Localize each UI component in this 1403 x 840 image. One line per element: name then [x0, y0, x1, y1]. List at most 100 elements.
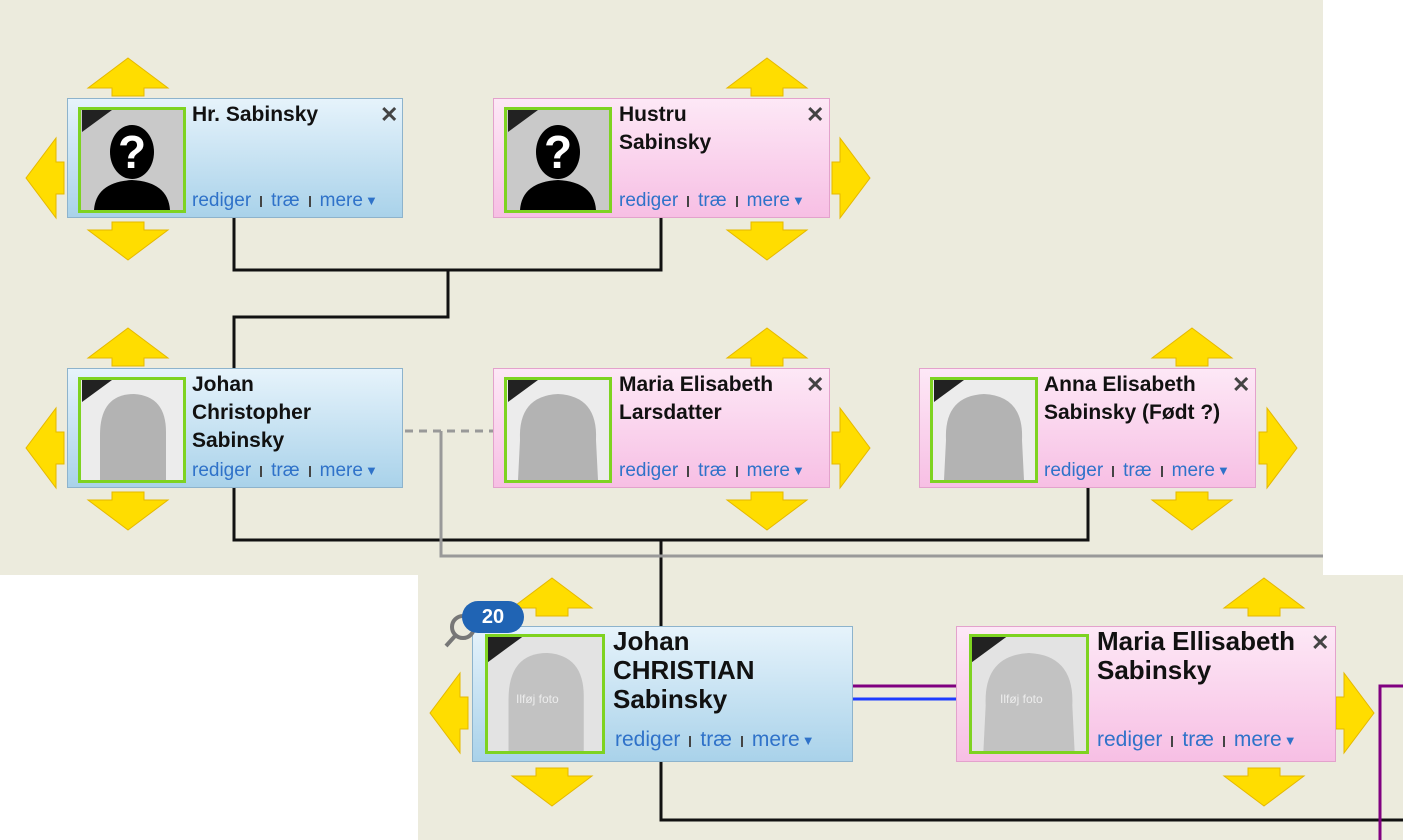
link-separator: [735, 196, 738, 207]
tree-link[interactable]: træ: [1123, 460, 1152, 481]
edit-link[interactable]: rediger: [615, 728, 681, 751]
expand-children-arrow[interactable]: [1151, 491, 1233, 531]
expand-right-arrow[interactable]: [1335, 672, 1375, 754]
link-separator: [687, 196, 690, 207]
expand-left-arrow[interactable]: [25, 137, 65, 219]
close-icon[interactable]: ✕: [1232, 372, 1251, 397]
link-separator: [1112, 466, 1115, 477]
person-name[interactable]: Johan CHRISTIAN Sabinsky: [613, 626, 755, 714]
chevron-down-icon[interactable]: ▼: [364, 463, 378, 478]
close-icon[interactable]: ✕: [806, 372, 825, 397]
expand-children-arrow[interactable]: [1223, 767, 1305, 807]
person-name[interactable]: Hustru Sabinsky: [619, 103, 712, 154]
link-separator: [1171, 736, 1174, 747]
chevron-down-icon[interactable]: ▼: [1216, 463, 1230, 478]
link-separator: [308, 466, 311, 477]
person-photo-unknown[interactable]: ?: [78, 107, 186, 213]
edit-link[interactable]: rediger: [619, 460, 679, 481]
edit-link[interactable]: rediger: [192, 460, 252, 481]
link-separator: [735, 466, 738, 477]
expand-children-arrow[interactable]: [87, 491, 169, 531]
person-card[interactable]: Ilføj foto Maria Ellisabeth Sabinsky ✕ r…: [956, 626, 1336, 762]
expand-parents-arrow[interactable]: [1223, 577, 1305, 617]
link-separator: [687, 466, 690, 477]
tree-link[interactable]: træ: [271, 460, 300, 481]
chevron-down-icon[interactable]: ▼: [1283, 733, 1297, 748]
expand-parents-arrow[interactable]: [726, 57, 808, 97]
add-photo-placeholder: Ilføj foto: [1000, 692, 1043, 706]
more-link[interactable]: mere: [1171, 460, 1215, 481]
link-separator: [260, 466, 263, 477]
edit-link[interactable]: rediger: [1097, 728, 1163, 751]
expand-right-arrow[interactable]: [831, 407, 871, 489]
chevron-down-icon[interactable]: ▼: [791, 463, 805, 478]
expand-children-arrow[interactable]: [87, 221, 169, 261]
expand-children-arrow[interactable]: [726, 221, 808, 261]
expand-children-arrow[interactable]: [726, 491, 808, 531]
tree-link[interactable]: træ: [698, 190, 727, 211]
person-name[interactable]: Maria Ellisabeth Sabinsky: [1097, 626, 1295, 685]
tree-link[interactable]: træ: [271, 190, 300, 211]
person-photo-unknown[interactable]: ?: [504, 107, 612, 213]
photo-count-badge[interactable]: 20: [462, 601, 524, 633]
link-separator: [740, 736, 743, 747]
close-icon[interactable]: ✕: [1311, 630, 1330, 655]
person-photo-silhouette[interactable]: Ilføj foto: [969, 634, 1089, 754]
expand-parents-arrow[interactable]: [511, 577, 593, 617]
more-link[interactable]: mere: [1233, 728, 1282, 751]
person-card[interactable]: Anna Elisabeth Sabinsky (Født ?) ✕ redig…: [919, 368, 1256, 488]
expand-children-arrow[interactable]: [511, 767, 593, 807]
edit-link[interactable]: rediger: [619, 190, 679, 211]
chevron-down-icon[interactable]: ▼: [364, 193, 378, 208]
person-name[interactable]: Anna Elisabeth Sabinsky (Født ?): [1044, 373, 1221, 424]
link-separator: [1222, 736, 1225, 747]
person-photo-silhouette[interactable]: [930, 377, 1038, 483]
expand-right-arrow[interactable]: [1258, 407, 1298, 489]
more-link[interactable]: mere: [746, 460, 790, 481]
person-photo-silhouette[interactable]: Ilføj foto: [485, 634, 605, 754]
add-photo-placeholder: Ilføj foto: [516, 692, 559, 706]
expand-parents-arrow[interactable]: [87, 57, 169, 97]
expand-parents-arrow[interactable]: [1151, 327, 1233, 367]
more-link[interactable]: mere: [319, 190, 363, 211]
female-silhouette-icon: [508, 380, 598, 480]
svg-text:?: ?: [118, 126, 146, 178]
edit-link[interactable]: rediger: [192, 190, 252, 211]
expand-parents-arrow[interactable]: [726, 327, 808, 367]
tree-link[interactable]: træ: [700, 728, 732, 751]
more-link[interactable]: mere: [319, 460, 363, 481]
close-icon[interactable]: ✕: [380, 102, 399, 127]
more-link[interactable]: mere: [746, 190, 790, 211]
close-icon[interactable]: ✕: [806, 102, 825, 127]
person-name[interactable]: Maria Elisabeth Larsdatter: [619, 373, 774, 424]
svg-text:?: ?: [544, 126, 572, 178]
person-card-focus[interactable]: Ilføj foto Johan CHRISTIAN Sabinsky redi…: [472, 626, 853, 762]
tree-link[interactable]: træ: [1182, 728, 1214, 751]
expand-left-arrow[interactable]: [429, 672, 469, 754]
person-name[interactable]: Johan Christopher Sabinsky: [192, 373, 312, 452]
chevron-down-icon[interactable]: ▼: [791, 193, 805, 208]
expand-parents-arrow[interactable]: [87, 327, 169, 367]
expand-right-arrow[interactable]: [831, 137, 871, 219]
tree-link[interactable]: træ: [698, 460, 727, 481]
unknown-person-icon: ?: [82, 110, 170, 210]
person-photo-silhouette[interactable]: [78, 377, 186, 483]
male-silhouette-icon: [82, 380, 166, 480]
person-name[interactable]: Hr. Sabinsky: [192, 103, 319, 126]
chevron-down-icon[interactable]: ▼: [801, 733, 815, 748]
link-separator: [1160, 466, 1163, 477]
more-link[interactable]: mere: [751, 728, 800, 751]
expand-left-arrow[interactable]: [25, 407, 65, 489]
person-photo-silhouette[interactable]: [504, 377, 612, 483]
edit-link[interactable]: rediger: [1044, 460, 1104, 481]
